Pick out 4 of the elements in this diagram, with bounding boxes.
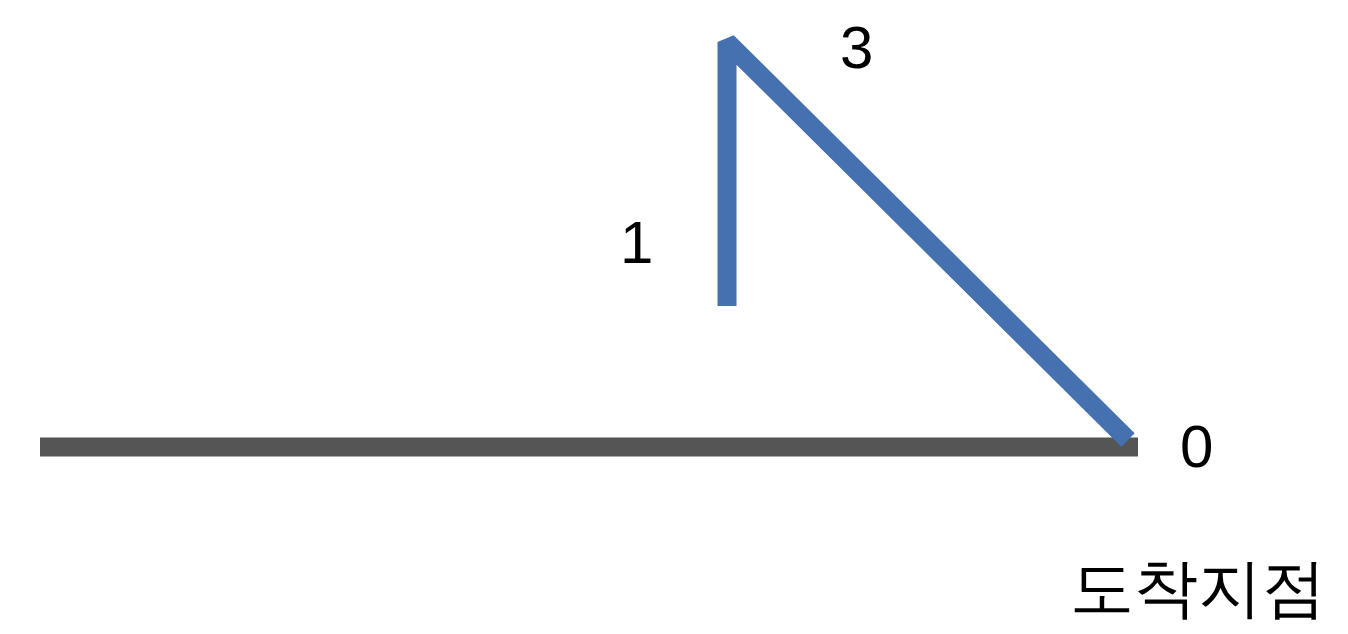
- number-label: 0: [1180, 417, 1214, 477]
- place-label: 도착지점: [1070, 556, 1326, 620]
- number-label: 1: [620, 213, 654, 273]
- number-label: 3: [840, 18, 874, 78]
